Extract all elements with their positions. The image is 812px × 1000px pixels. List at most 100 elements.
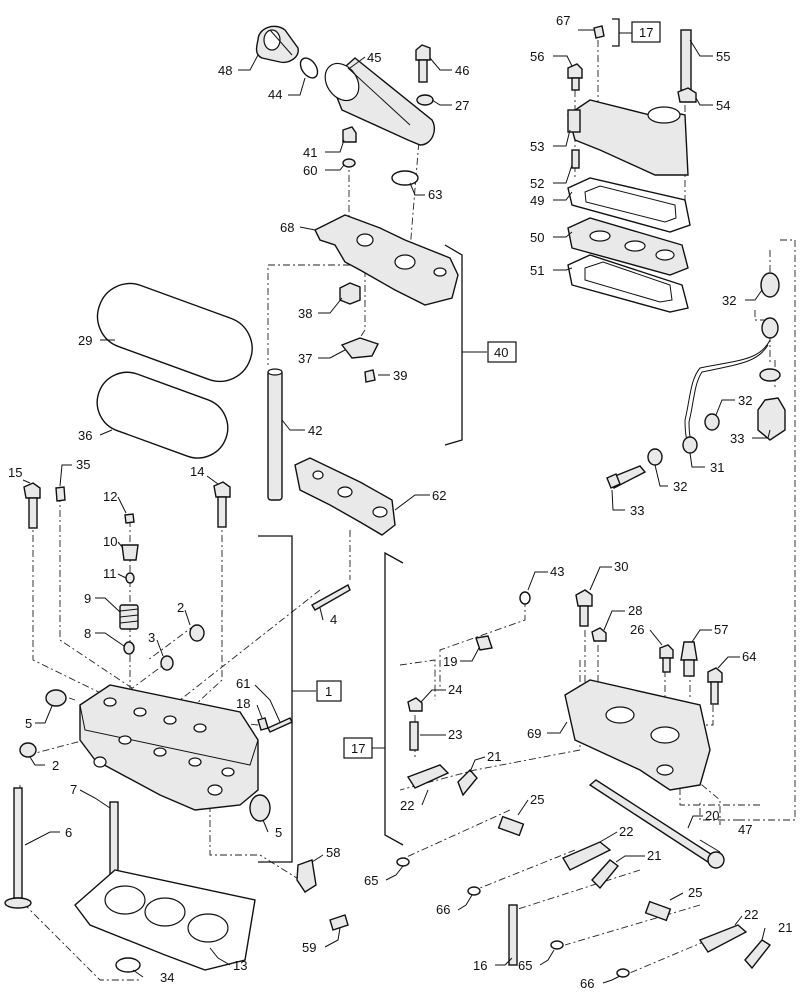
label-16: 16 xyxy=(473,958,487,973)
callout-box-1 xyxy=(316,680,342,702)
washer-66a xyxy=(467,886,481,896)
label-57: 57 xyxy=(714,622,728,637)
label-40: 40 xyxy=(494,345,508,360)
label-56: 56 xyxy=(530,49,544,64)
head-gasket xyxy=(74,869,256,971)
label-34: 34 xyxy=(160,970,174,985)
label-28: 28 xyxy=(628,603,642,618)
label-31: 31 xyxy=(710,460,724,475)
label-12: 12 xyxy=(103,489,117,504)
rocker-21c xyxy=(744,939,772,970)
label-10: 10 xyxy=(103,534,117,549)
rocker-22c xyxy=(698,924,748,953)
rocker-22a xyxy=(406,764,450,789)
label-29: 29 xyxy=(78,333,92,348)
label-9: 9 xyxy=(84,591,91,606)
plug-2b xyxy=(19,742,37,758)
label-55: 55 xyxy=(716,49,730,64)
bolt-30 xyxy=(575,589,593,627)
label-8: 8 xyxy=(84,626,91,641)
rocker-cover xyxy=(567,99,689,176)
plug-35 xyxy=(55,486,66,502)
label-32c: 32 xyxy=(673,479,687,494)
label-62: 62 xyxy=(432,488,446,503)
bolt-59 xyxy=(329,914,349,931)
lift-bracket-58 xyxy=(296,859,317,893)
label-68: 68 xyxy=(280,220,294,235)
stud-16 xyxy=(508,904,518,966)
cover-plate xyxy=(340,337,379,359)
valve-cube xyxy=(339,282,361,305)
screw-39 xyxy=(364,369,376,383)
label-52: 52 xyxy=(530,176,544,191)
label-17-left: 17 xyxy=(351,741,365,756)
label-45: 45 xyxy=(367,50,381,65)
plug-67 xyxy=(593,25,605,39)
label-22c: 22 xyxy=(744,907,758,922)
label-63: 63 xyxy=(428,187,442,202)
label-64: 64 xyxy=(742,649,756,664)
screw-head xyxy=(342,126,357,143)
label-32a: 32 xyxy=(722,293,736,308)
label-61: 61 xyxy=(236,676,250,691)
label-21a: 21 xyxy=(487,749,501,764)
callout-labels: 48 44 45 46 27 41 60 63 68 38 37 39 42 6… xyxy=(8,13,792,991)
label-65a: 65 xyxy=(364,873,378,888)
cover-gasket-29 xyxy=(96,282,253,383)
gasket-51 xyxy=(567,254,689,313)
label-46: 46 xyxy=(455,63,469,78)
sensor-18 xyxy=(257,717,269,731)
label-17-top: 17 xyxy=(639,25,653,40)
seal-8 xyxy=(123,641,135,655)
exhaust-gasket xyxy=(294,457,396,536)
label-30: 30 xyxy=(614,559,628,574)
oil-filler-tube xyxy=(324,57,436,146)
label-11: 11 xyxy=(103,566,117,581)
washer xyxy=(416,94,434,106)
rocker-22b xyxy=(561,841,612,871)
breather-housing xyxy=(314,214,459,306)
label-14: 14 xyxy=(190,464,204,479)
bolt-56 xyxy=(567,63,583,91)
bolt-64 xyxy=(707,667,723,705)
callout-box-17-top xyxy=(631,21,661,43)
label-39: 39 xyxy=(393,368,407,383)
bolt-26 xyxy=(659,644,674,673)
label-42: 42 xyxy=(308,423,322,438)
label-23: 23 xyxy=(448,727,462,742)
label-47: 47 xyxy=(738,822,752,837)
label-13: 13 xyxy=(233,958,247,973)
plug-47 xyxy=(707,851,725,869)
group-brackets xyxy=(258,18,632,863)
nut-54 xyxy=(677,87,697,103)
spring-25b xyxy=(644,900,672,922)
washer-65b xyxy=(550,940,564,950)
rocker-21a xyxy=(457,768,478,797)
retainer-10 xyxy=(121,544,139,561)
rocker-cover-69 xyxy=(564,679,711,791)
oil-tube-assembly xyxy=(606,272,786,489)
label-44: 44 xyxy=(268,87,282,102)
cover-gasket-49 xyxy=(567,177,691,233)
rocker-21b xyxy=(591,859,620,890)
filler-cap xyxy=(255,25,299,64)
label-48: 48 xyxy=(218,63,232,78)
label-53: 53 xyxy=(530,139,544,154)
label-20: 20 xyxy=(705,808,719,823)
o-ring-63 xyxy=(391,170,419,186)
adjusting-screw-23 xyxy=(409,721,419,751)
label-25b: 25 xyxy=(688,885,702,900)
label-69: 69 xyxy=(527,726,541,741)
label-21c: 21 xyxy=(778,920,792,935)
label-54: 54 xyxy=(716,98,730,113)
label-38: 38 xyxy=(298,306,312,321)
label-66b: 66 xyxy=(580,976,594,991)
label-37: 37 xyxy=(298,351,312,366)
label-67: 67 xyxy=(556,13,570,28)
label-35: 35 xyxy=(76,457,90,472)
washer-small xyxy=(342,158,356,168)
dowel-52 xyxy=(571,149,580,169)
label-43: 43 xyxy=(550,564,564,579)
plug-5b xyxy=(249,794,271,822)
label-18: 18 xyxy=(236,696,250,711)
